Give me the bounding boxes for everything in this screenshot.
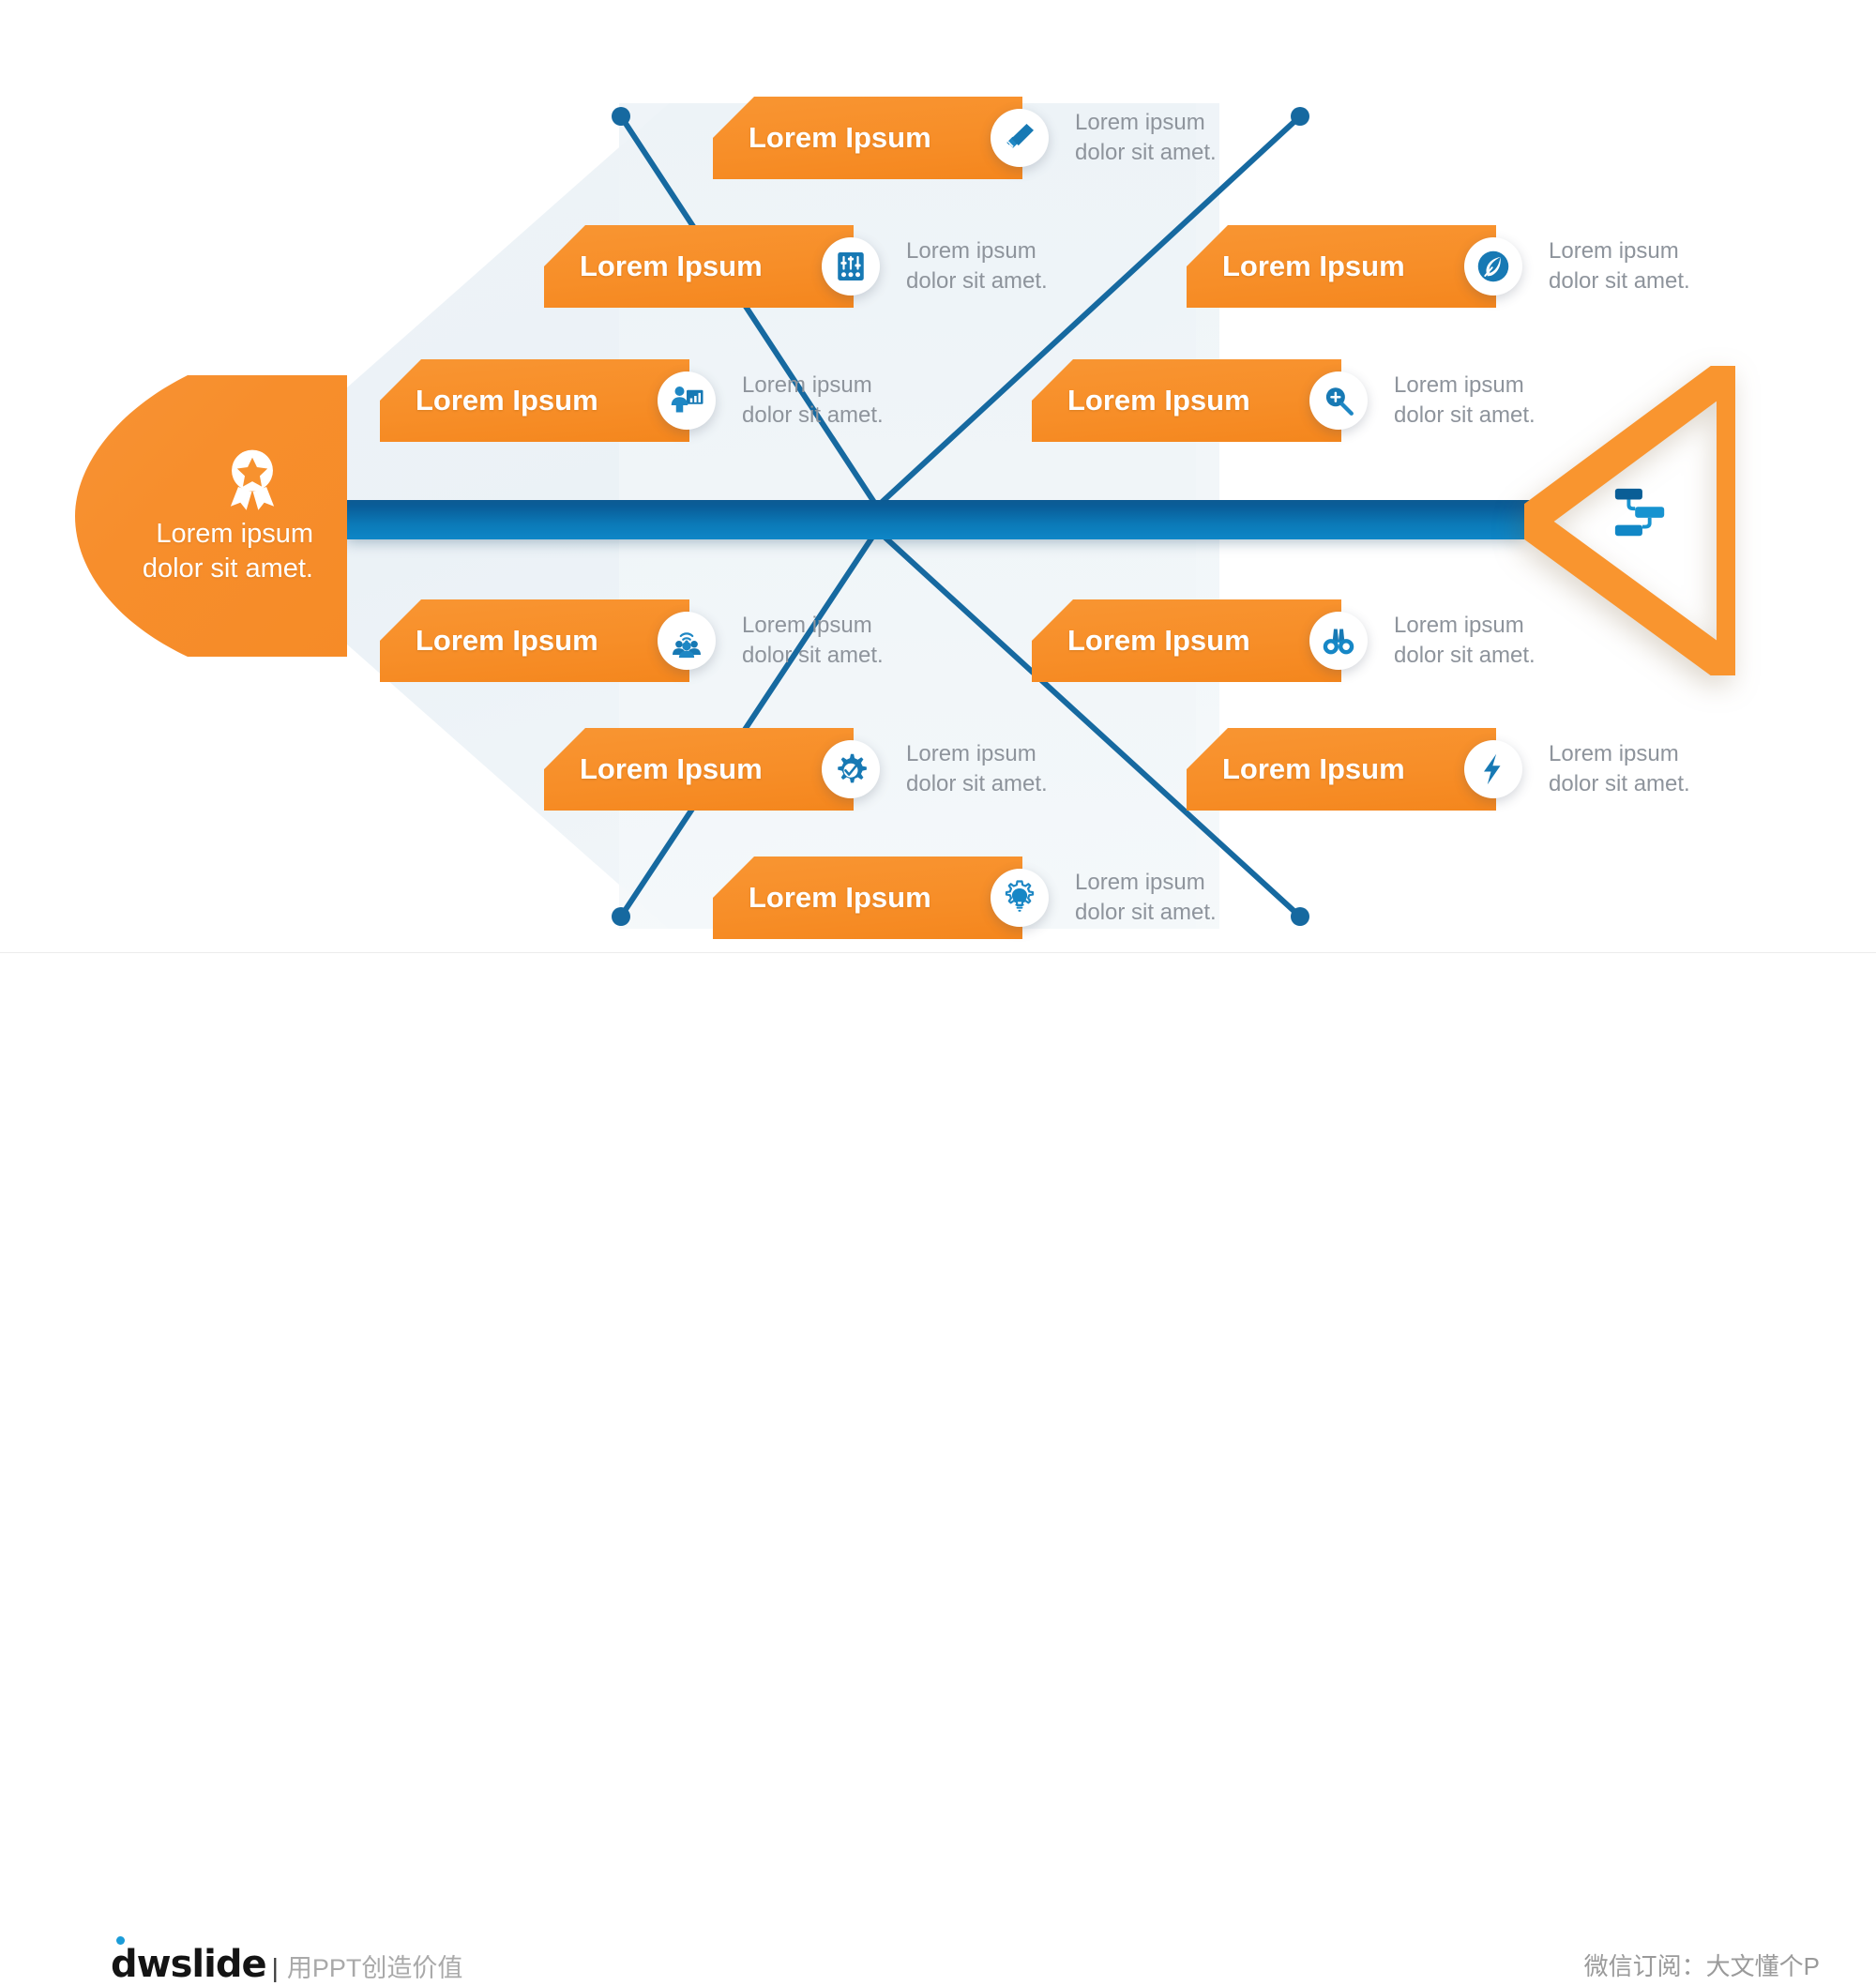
branch-desc: Lorem ipsum dolor sit amet. (1549, 236, 1690, 296)
brand-separator: | (271, 1953, 279, 1982)
fishbone-tail[interactable] (1524, 366, 1735, 675)
check-clipboard-icon[interactable] (991, 109, 1049, 167)
branch-bar[interactable]: Lorem Ipsum (713, 97, 1022, 179)
desc-line-2: dolor sit amet. (906, 771, 1048, 796)
branch-desc: Lorem ipsum dolor sit amet. (742, 371, 884, 430)
desc-line-2: dolor sit amet. (1075, 900, 1217, 925)
desc-line-2: dolor sit amet. (1549, 268, 1690, 294)
fishbone-spine (338, 500, 1531, 539)
desc-line-2: dolor sit amet. (1394, 402, 1536, 428)
lightbulb-gear-glyph (1005, 880, 1035, 912)
lightbulb-gear-icon[interactable] (991, 869, 1049, 927)
feather-quill-glyph (1477, 250, 1509, 282)
desc-line-2: dolor sit amet. (906, 268, 1048, 294)
branch-label: Lorem Ipsum (749, 121, 931, 154)
desc-line-1: Lorem ipsum (1549, 238, 1679, 265)
binoculars-icon[interactable] (1309, 612, 1368, 670)
people-broadcast-glyph (673, 632, 701, 659)
equalizer-sliders-icon[interactable] (822, 237, 880, 296)
equalizer-sliders-glyph (838, 252, 864, 280)
brand-block: dwslide | 用PPT创造价值 (111, 1936, 463, 1986)
brand-logo: dwslide (111, 1936, 267, 1986)
people-broadcast-icon[interactable] (658, 612, 716, 670)
desc-line-1: Lorem ipsum (1394, 613, 1524, 639)
desc-line-1: Lorem ipsum (1075, 110, 1205, 136)
lightning-bolt-glyph (1484, 753, 1501, 785)
desc-line-2: dolor sit amet. (742, 402, 884, 428)
branch-desc: Lorem ipsum dolor sit amet. (906, 739, 1048, 798)
branch-bar[interactable]: Lorem Ipsum (1187, 225, 1496, 308)
desc-line-1: Lorem ipsum (1549, 741, 1679, 767)
desc-line-2: dolor sit amet. (1549, 771, 1690, 796)
head-text: Lorem ipsum dolor sit amet. (142, 518, 313, 584)
branch-desc: Lorem ipsum dolor sit amet. (1394, 611, 1536, 670)
branch-desc: Lorem ipsum dolor sit amet. (1549, 739, 1690, 798)
branch-bar[interactable]: Lorem Ipsum (1032, 359, 1341, 442)
desc-line-2: dolor sit amet. (742, 643, 884, 668)
branch-row-2[interactable]: Lorem Ipsum Lorem ipsum dolor si (544, 225, 1048, 308)
magnifier-plus-glyph (1325, 387, 1354, 416)
desc-line-2: dolor sit amet. (1075, 140, 1217, 165)
brand-dot-icon (116, 1936, 125, 1945)
desc-line-1: Lorem ipsum (742, 613, 872, 639)
branch-label: Lorem Ipsum (1067, 624, 1250, 657)
desc-line-1: Lorem ipsum (906, 741, 1036, 767)
branch-label: Lorem Ipsum (580, 250, 763, 282)
branch-bar[interactable]: Lorem Ipsum (1187, 728, 1496, 811)
desc-line-2: dolor sit amet. (1394, 643, 1536, 668)
desc-line-1: Lorem ipsum (906, 238, 1036, 265)
branch-row-1[interactable]: Lorem Ipsum Lorem ipsum dolor sit amet. (713, 97, 1217, 179)
branch-row-9[interactable]: Lorem Ipsum Lorem ipsum dolor sit amet. (1032, 599, 1536, 682)
branch-bar[interactable]: Lorem Ipsum (1032, 599, 1341, 682)
magnifier-plus-icon[interactable] (1309, 371, 1368, 430)
branch-row-7[interactable]: Lorem Ipsum Lorem ipsum dolor sit amet. (1187, 225, 1690, 308)
binoculars-glyph (1323, 629, 1354, 655)
award-medal-icon (218, 446, 287, 515)
presenter-chart-icon[interactable] (658, 371, 716, 430)
presenter-chart-glyph (671, 387, 704, 413)
branch-desc: Lorem ipsum dolor sit amet. (742, 611, 884, 670)
branch-bar[interactable]: Lorem Ipsum (544, 225, 854, 308)
branch-label: Lorem Ipsum (580, 752, 763, 785)
gear-check-glyph (838, 753, 867, 783)
gear-check-icon[interactable] (822, 740, 880, 798)
branch-row-5[interactable]: Lorem Ipsum Lorem ipsum dolor sit amet. (544, 728, 1048, 811)
brand-tagline: 用PPT创造价值 (286, 1954, 463, 1982)
sitemap-flowchart-icon (1614, 488, 1665, 537)
desc-line-1: Lorem ipsum (1075, 870, 1205, 896)
check-clipboard-glyph (1006, 124, 1034, 149)
branch-row-6[interactable]: Lorem Ipsum Lorem ipsum dolor sit amet. (713, 857, 1217, 939)
branch-desc: Lorem ipsum dolor sit amet. (1075, 868, 1217, 927)
branch-bar[interactable]: Lorem Ipsum (713, 857, 1022, 939)
branch-bar[interactable]: Lorem Ipsum (380, 599, 689, 682)
fishbone-head[interactable]: Lorem ipsum dolor sit amet. (75, 375, 347, 657)
lightning-bolt-icon[interactable] (1464, 740, 1522, 798)
footer-bar: dwslide | 用PPT创造价值 微信订阅：大文懂个P (0, 953, 1876, 1986)
branch-label: Lorem Ipsum (1067, 384, 1250, 417)
branch-label: Lorem Ipsum (416, 624, 598, 657)
desc-line-1: Lorem ipsum (1394, 372, 1524, 399)
footer-divider (0, 952, 1876, 953)
branch-desc: Lorem ipsum dolor sit amet. (1075, 108, 1217, 167)
slide-canvas: Lorem ipsum dolor sit amet. Lorem Ipsum … (0, 97, 1876, 1986)
branch-label: Lorem Ipsum (1222, 752, 1405, 785)
branch-label: Lorem Ipsum (416, 384, 598, 417)
wechat-subscription: 微信订阅：大文懂个P (1583, 1952, 1820, 1980)
branch-row-4[interactable]: Lorem Ipsum Lorem ipsum dolor sit amet. (380, 599, 884, 682)
desc-line-1: Lorem ipsum (742, 372, 872, 399)
branch-bar[interactable]: Lorem Ipsum (380, 359, 689, 442)
branch-desc: Lorem ipsum dolor sit amet. (1394, 371, 1536, 430)
branch-row-8[interactable]: Lorem Ipsum Lorem ipsum dolor sit amet. (1032, 359, 1536, 442)
branch-row-3[interactable]: Lorem Ipsum Lorem ipsum dolor sit amet. (380, 359, 884, 442)
brand-logo-text: dwslide (111, 1943, 267, 1986)
branch-row-10[interactable]: Lorem Ipsum Lorem ipsum dolor sit amet. (1187, 728, 1690, 811)
branch-bar[interactable]: Lorem Ipsum (544, 728, 854, 811)
feather-quill-icon[interactable] (1464, 237, 1522, 296)
branch-label: Lorem Ipsum (1222, 250, 1405, 282)
branch-desc: Lorem ipsum dolor sit amet. (906, 236, 1048, 296)
branch-label: Lorem Ipsum (749, 881, 931, 914)
